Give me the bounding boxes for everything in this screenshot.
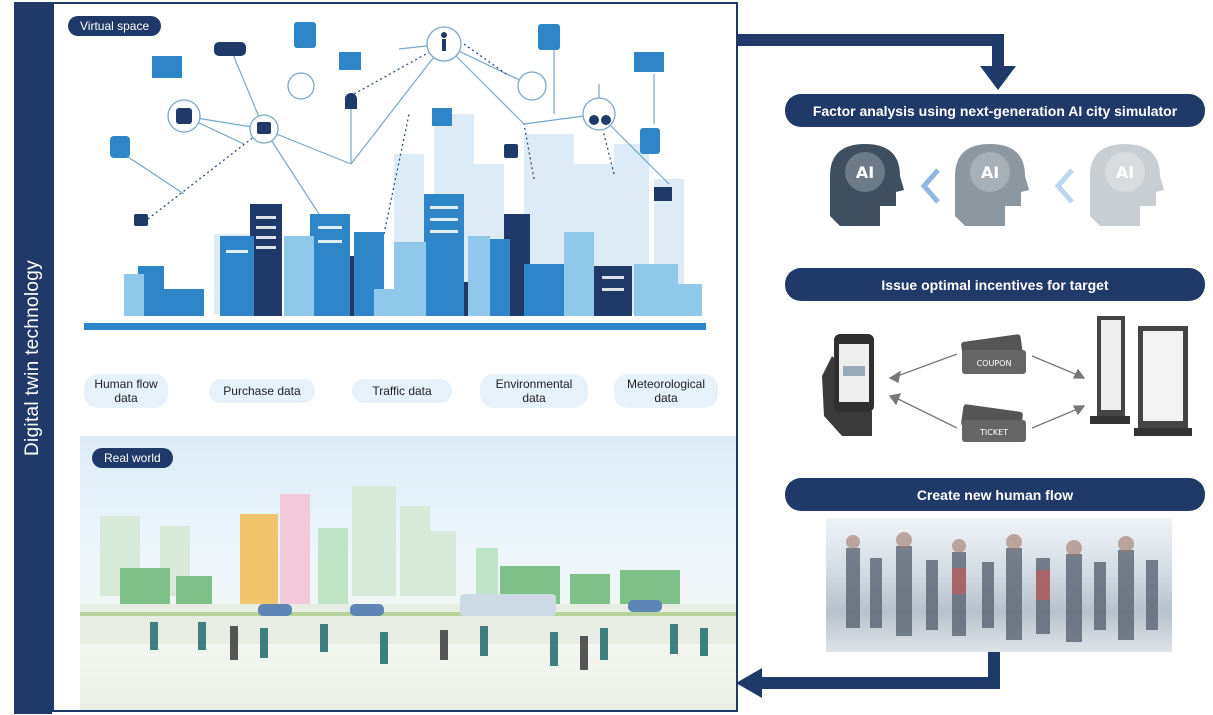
flow-arrow-top: [738, 34, 1016, 90]
svg-text:AI: AI: [981, 163, 999, 182]
data-source-line1: Human flow: [94, 377, 158, 391]
data-source-line1: Traffic data: [372, 384, 432, 398]
factor-analysis-header: Factor analysis using next-generation AI…: [785, 94, 1205, 127]
flow-arrow-bottom: [736, 650, 1000, 698]
svg-text:AI: AI: [856, 163, 874, 182]
coupon-text: COUPON: [977, 359, 1012, 368]
data-source-meteorological: Meteorological data: [614, 374, 718, 408]
data-source-human-flow: Human flow data: [84, 374, 168, 408]
svg-text:AI: AI: [1116, 163, 1134, 182]
crowd-illustration: [826, 518, 1172, 652]
human-flow-header: Create new human flow: [785, 478, 1205, 511]
data-source-environmental: Environmental data: [480, 374, 588, 408]
ai-head-icon: AI: [1090, 144, 1164, 226]
side-title: Digital twin technology: [22, 260, 43, 456]
ai-head-icon: AI: [830, 144, 904, 226]
data-source-line1: Purchase data: [223, 384, 301, 398]
data-source-line1: Environmental: [495, 377, 573, 391]
data-source-traffic: Traffic data: [352, 379, 452, 403]
virtual-city-illustration: [84, 22, 706, 330]
smartphone-hand-icon: [822, 334, 874, 436]
virtual-space-label: Virtual space: [68, 16, 162, 36]
data-source-purchase: Purchase data: [209, 379, 315, 403]
signage-icon: [1090, 316, 1192, 436]
real-world-illustration: [80, 486, 736, 670]
coupon-icon: COUPON: [961, 334, 1026, 374]
data-source-line1: Meteorological: [626, 377, 706, 391]
ticket-text: TICKET: [979, 428, 1008, 437]
data-source-line2: data: [522, 391, 546, 405]
ai-head-icon: AI: [955, 144, 1029, 226]
side-bar: [14, 2, 52, 714]
data-source-line2: data: [114, 391, 138, 405]
ai-heads-illustration: AI AI AI: [830, 144, 1164, 226]
crowd-photo: [826, 518, 1172, 652]
incentives-header: Issue optimal incentives for target: [785, 268, 1205, 301]
ticket-icon: TICKET: [961, 404, 1026, 442]
data-source-line2: data: [654, 391, 678, 405]
incentives-illustration: COUPON TICKET: [822, 316, 1192, 442]
diagram-frame: Virtual space Human flow data Purchase d…: [52, 2, 738, 712]
real-world-area: [80, 436, 736, 710]
real-world-label: Real world: [92, 448, 173, 468]
